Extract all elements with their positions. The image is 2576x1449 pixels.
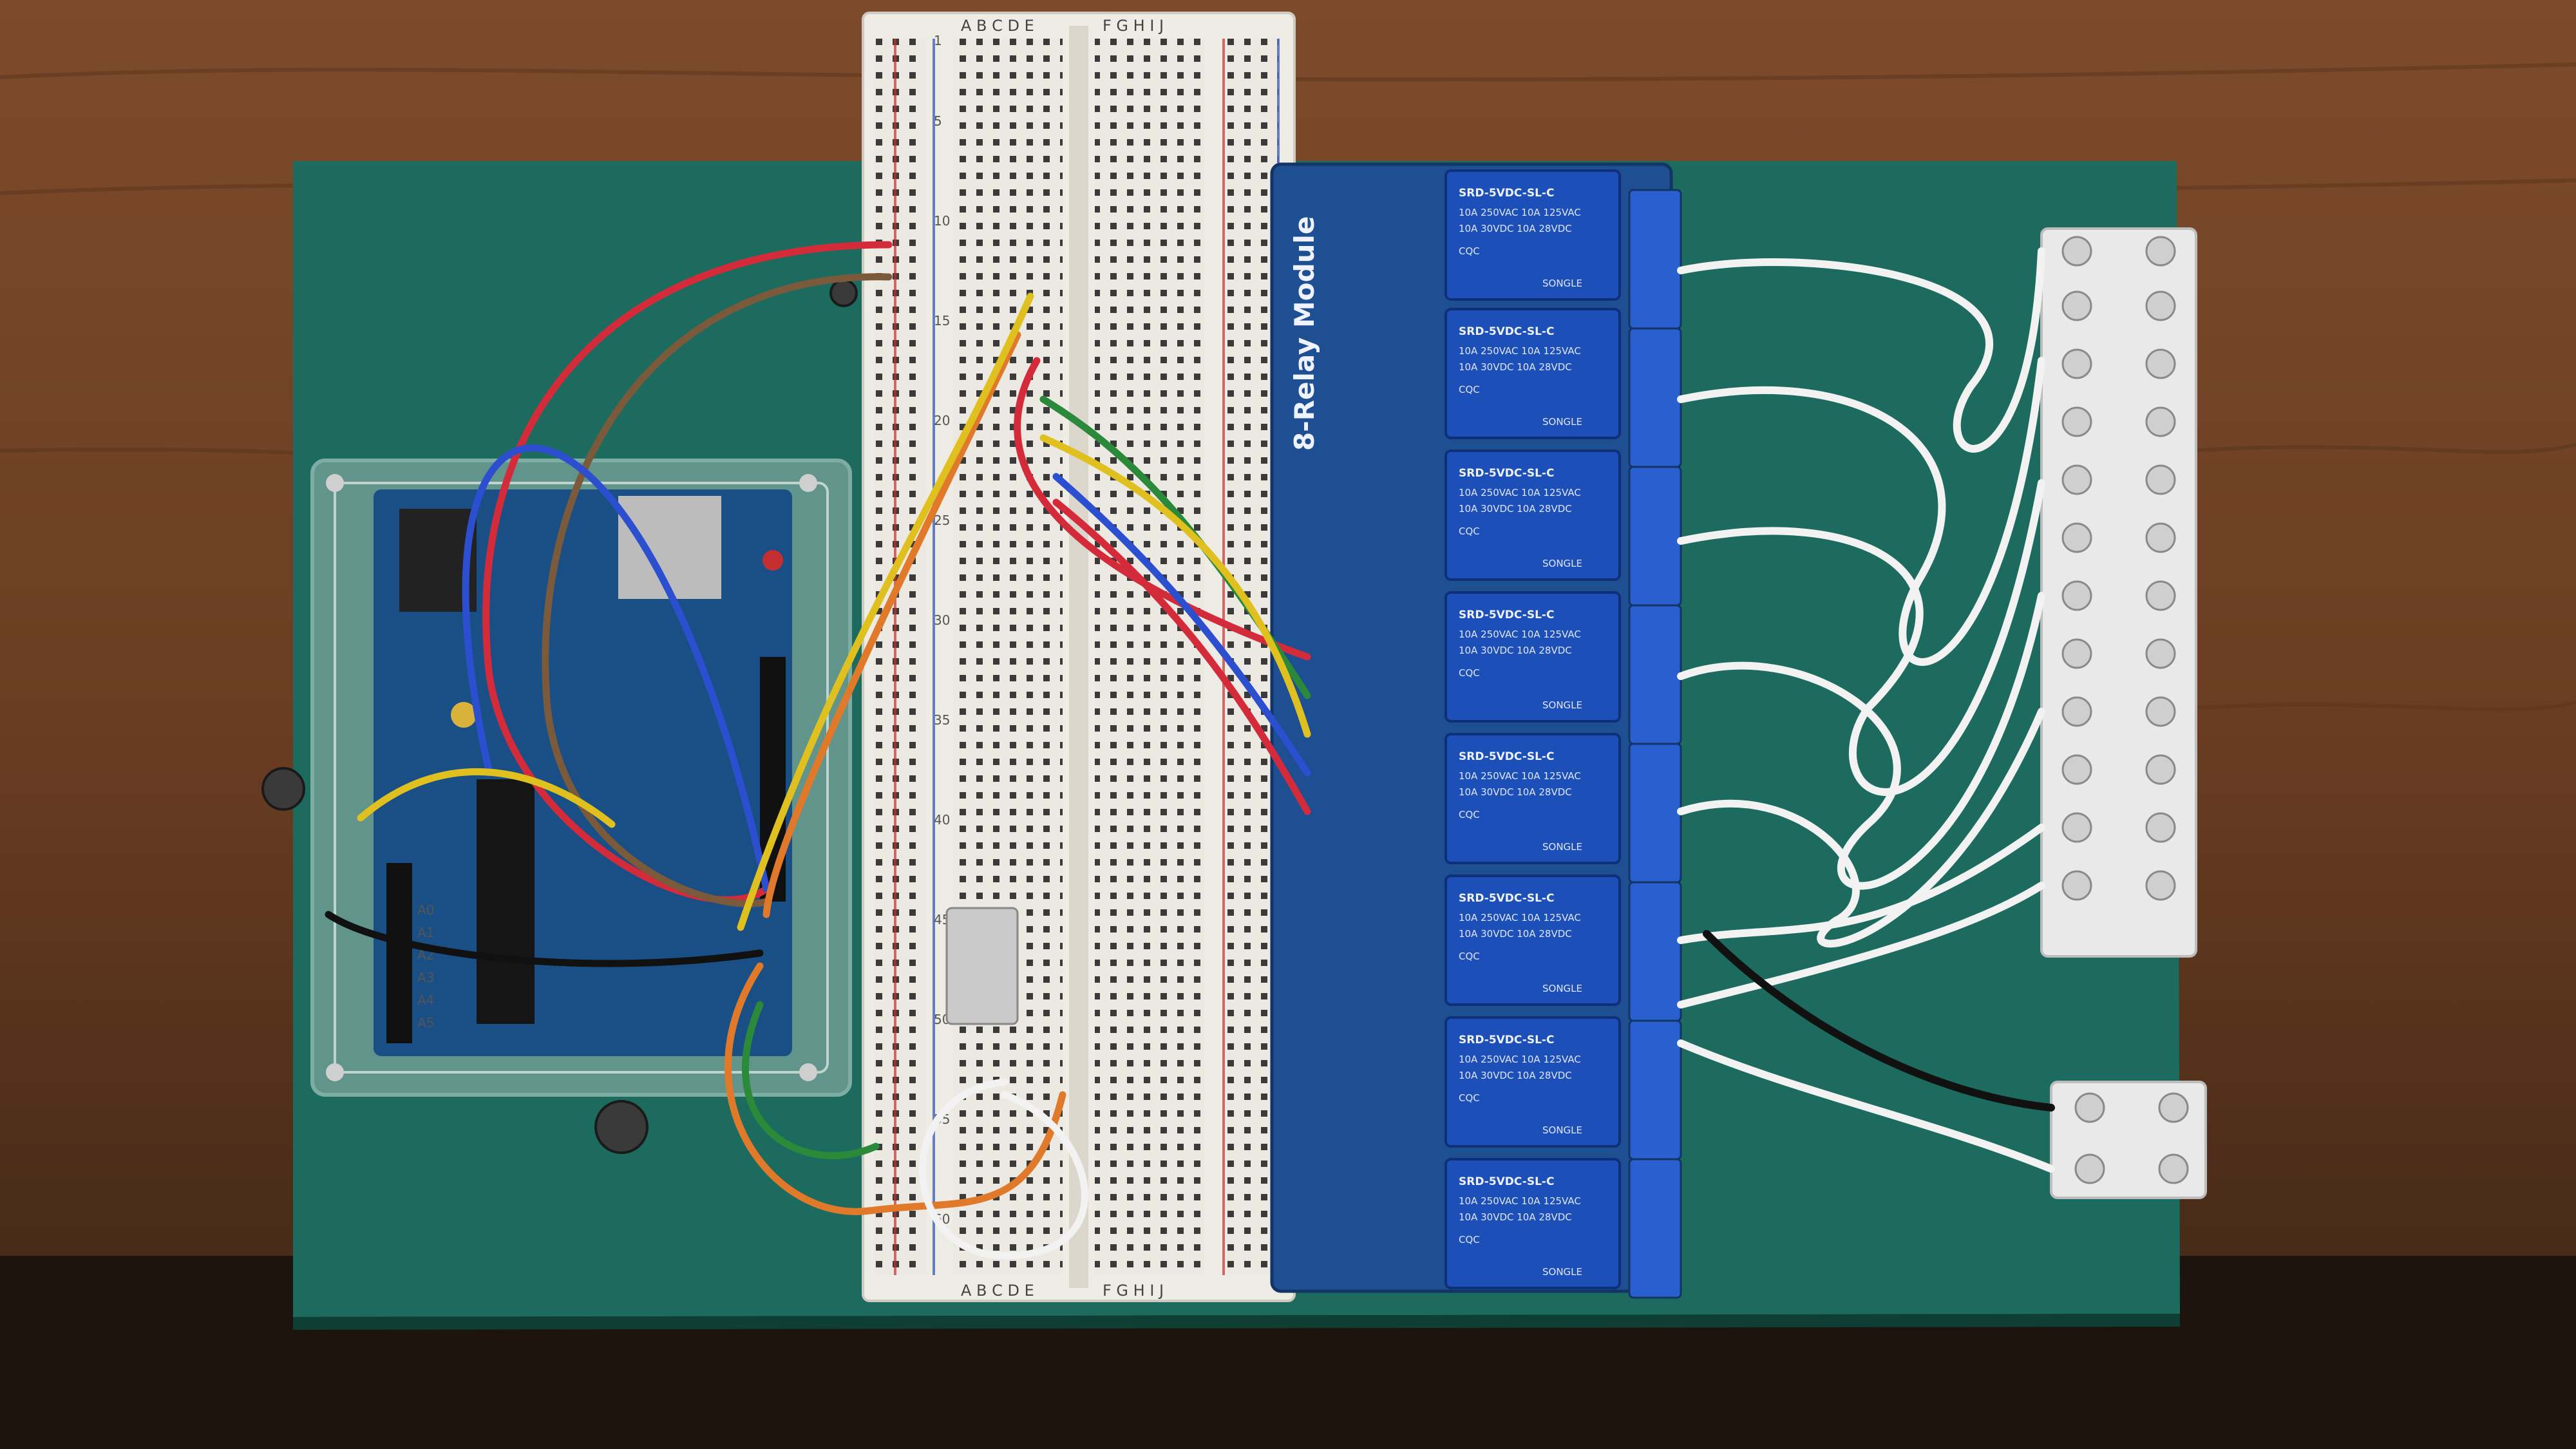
svg-text:SONGLE: SONGLE <box>1542 983 1582 994</box>
svg-text:20: 20 <box>934 413 950 428</box>
svg-text:A5: A5 <box>417 1015 434 1030</box>
svg-text:CQC: CQC <box>1459 245 1480 257</box>
svg-text:10A 30VDC 10A 28VDC: 10A 30VDC 10A 28VDC <box>1459 361 1572 373</box>
svg-text:10A 30VDC 10A 28VDC: 10A 30VDC 10A 28VDC <box>1459 1070 1572 1081</box>
svg-text:SONGLE: SONGLE <box>1542 416 1582 428</box>
svg-text:SRD-5VDC-SL-C: SRD-5VDC-SL-C <box>1459 187 1554 200</box>
svg-text:CQC: CQC <box>1459 667 1480 679</box>
rtc-module <box>945 907 1019 1025</box>
screw-heads <box>261 279 858 1154</box>
relay-2: SRD-5VDC-SL-C 10A 250VAC 10A 125VAC 10A … <box>1444 308 1621 439</box>
svg-text:10A 250VAC 10A 125VAC: 10A 250VAC 10A 125VAC <box>1459 207 1581 218</box>
svg-text:SRD-5VDC-SL-C: SRD-5VDC-SL-C <box>1459 892 1554 905</box>
column-labels-left: A B C D E <box>961 17 1034 35</box>
svg-text:10A 250VAC 10A 125VAC: 10A 250VAC 10A 125VAC <box>1459 1195 1581 1207</box>
relay-3: SRD-5VDC-SL-C 10A 250VAC 10A 125VAC 10A … <box>1444 450 1621 581</box>
svg-text:30: 30 <box>934 612 950 628</box>
svg-text:A1: A1 <box>417 925 434 940</box>
black-wire <box>1703 930 2055 1112</box>
terminal-strip <box>2040 227 2197 958</box>
svg-text:SRD-5VDC-SL-C: SRD-5VDC-SL-C <box>1459 1034 1554 1046</box>
svg-text:10A 250VAC 10A 125VAC: 10A 250VAC 10A 125VAC <box>1459 629 1581 640</box>
svg-text:10: 10 <box>934 213 950 229</box>
svg-text:SONGLE: SONGLE <box>1542 699 1582 711</box>
mat-shadow <box>293 1314 2180 1330</box>
svg-text:15: 15 <box>934 313 950 328</box>
svg-text:SONGLE: SONGLE <box>1542 1124 1582 1136</box>
white-wires <box>1677 247 2055 1173</box>
column-labels-right-bottom: F G H I J <box>1103 1282 1164 1300</box>
svg-text:SONGLE: SONGLE <box>1542 558 1582 569</box>
svg-text:10A 30VDC 10A 28VDC: 10A 30VDC 10A 28VDC <box>1459 645 1572 656</box>
relay-5: SRD-5VDC-SL-C 10A 250VAC 10A 125VAC 10A … <box>1444 733 1621 864</box>
analog-labels: A0 A1 A2 A3 A4 A5 <box>417 902 434 1030</box>
relay-board-label: 8-Relay Module <box>1289 216 1320 451</box>
relay-7: SRD-5VDC-SL-C 10A 250VAC 10A 125VAC 10A … <box>1444 1016 1621 1148</box>
svg-text:25: 25 <box>934 513 950 528</box>
svg-text:SRD-5VDC-SL-C: SRD-5VDC-SL-C <box>1459 609 1554 621</box>
svg-text:CQC: CQC <box>1459 526 1480 537</box>
svg-text:A0: A0 <box>417 902 434 918</box>
svg-text:10A 30VDC 10A 28VDC: 10A 30VDC 10A 28VDC <box>1459 928 1572 940</box>
breadboard: A B C D E F G H I J A B C D E F G H I J … <box>862 12 1296 1302</box>
relay-8: SRD-5VDC-SL-C 10A 250VAC 10A 125VAC 10A … <box>1444 1158 1621 1289</box>
column-labels-left-bottom: A B C D E <box>961 1282 1034 1300</box>
column-labels-right: F G H I J <box>1103 17 1164 35</box>
svg-text:10A 250VAC 10A 125VAC: 10A 250VAC 10A 125VAC <box>1459 345 1581 357</box>
svg-text:SRD-5VDC-SL-C: SRD-5VDC-SL-C <box>1459 467 1554 480</box>
svg-text:CQC: CQC <box>1459 951 1480 962</box>
relay-6: SRD-5VDC-SL-C 10A 250VAC 10A 125VAC 10A … <box>1444 875 1621 1006</box>
svg-text:SONGLE: SONGLE <box>1542 841 1582 853</box>
svg-text:5: 5 <box>934 113 942 129</box>
power-terminal-block <box>2050 1081 2207 1199</box>
relay-module: 8-Relay Module <box>1270 162 1682 1299</box>
svg-text:10A 30VDC 10A 28VDC: 10A 30VDC 10A 28VDC <box>1459 786 1572 798</box>
svg-text:A4: A4 <box>417 992 434 1008</box>
svg-text:SONGLE: SONGLE <box>1542 278 1582 289</box>
svg-text:CQC: CQC <box>1459 1092 1480 1104</box>
svg-text:SONGLE: SONGLE <box>1542 1266 1582 1278</box>
svg-text:10A 30VDC 10A 28VDC: 10A 30VDC 10A 28VDC <box>1459 1211 1572 1223</box>
usb-connector <box>618 496 721 599</box>
svg-text:10A 250VAC 10A 125VAC: 10A 250VAC 10A 125VAC <box>1459 770 1581 782</box>
svg-text:35: 35 <box>934 712 950 728</box>
svg-text:10A 250VAC 10A 125VAC: 10A 250VAC 10A 125VAC <box>1459 1054 1581 1065</box>
svg-text:10A 30VDC 10A 28VDC: 10A 30VDC 10A 28VDC <box>1459 223 1572 234</box>
jumper-wires <box>325 241 1311 1260</box>
arduino-board: A0 A1 A2 A3 A4 A5 <box>374 489 792 1056</box>
svg-text:SRD-5VDC-SL-C: SRD-5VDC-SL-C <box>1459 1175 1554 1188</box>
svg-text:SRD-5VDC-SL-C: SRD-5VDC-SL-C <box>1459 325 1554 338</box>
svg-text:CQC: CQC <box>1459 1234 1480 1245</box>
relay-4: SRD-5VDC-SL-C 10A 250VAC 10A 125VAC 10A … <box>1444 591 1621 723</box>
svg-text:40: 40 <box>934 812 950 828</box>
analog-header <box>386 863 412 1043</box>
svg-text:CQC: CQC <box>1459 809 1480 820</box>
svg-text:10A 30VDC 10A 28VDC: 10A 30VDC 10A 28VDC <box>1459 503 1572 515</box>
svg-text:CQC: CQC <box>1459 384 1480 395</box>
svg-text:A3: A3 <box>417 970 434 985</box>
atmega-chip <box>477 779 535 1024</box>
svg-text:10A 250VAC 10A 125VAC: 10A 250VAC 10A 125VAC <box>1459 912 1581 923</box>
relay-1: SRD-5VDC-SL-C 10A 250VAC 10A 125VAC 10A … <box>1444 169 1621 301</box>
svg-text:1: 1 <box>934 33 942 48</box>
svg-text:SRD-5VDC-SL-C: SRD-5VDC-SL-C <box>1459 750 1554 763</box>
svg-text:10A 250VAC 10A 125VAC: 10A 250VAC 10A 125VAC <box>1459 487 1581 498</box>
